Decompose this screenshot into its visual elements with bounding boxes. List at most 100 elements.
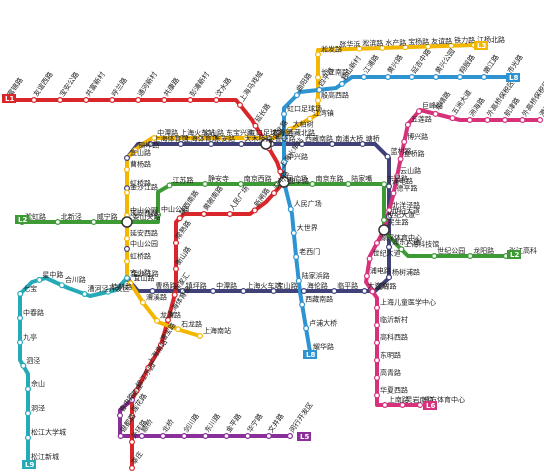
interchange-shanghai-railway[interactable] [260, 138, 272, 150]
station-dot-l1-2[interactable] [129, 412, 136, 419]
station-dot-l6-8[interactable] [404, 121, 411, 128]
station-dot-l2-2[interactable] [90, 219, 97, 226]
station-dot-l9-2[interactable] [25, 410, 32, 417]
station-dot-l5-7[interactable] [223, 433, 230, 440]
station-dot-l4-0[interactable] [123, 155, 130, 162]
station-dot-l4-12[interactable] [386, 244, 393, 251]
station-dot-l1-23[interactable] [109, 96, 116, 103]
station-dot-l4-19[interactable] [210, 288, 217, 295]
station-dot-l6-20[interactable] [374, 322, 381, 329]
interchange-zhongshan-park[interactable] [121, 216, 133, 228]
station-dot-l5-2[interactable] [117, 433, 124, 440]
station-dot-l1-20[interactable] [187, 96, 194, 103]
station-dot-l6-16[interactable] [366, 255, 373, 262]
station-dot-l8-19[interactable] [303, 325, 310, 332]
station-dot-l1-21[interactable] [161, 96, 168, 103]
station-dot-l3-0[interactable] [197, 333, 204, 340]
station-dot-l6-19[interactable] [374, 304, 381, 311]
station-dot-l3-18[interactable] [306, 115, 313, 122]
station-dot-l3-26[interactable] [425, 43, 432, 50]
station-dot-l4-15[interactable] [331, 288, 338, 295]
station-dot-l8-14[interactable] [287, 206, 294, 213]
station-dot-l3-19[interactable] [315, 97, 322, 104]
station-dot-l1-13[interactable] [251, 207, 258, 214]
station-dot-l6-6[interactable] [432, 110, 439, 117]
station-dot-l1-11[interactable] [200, 211, 207, 218]
station-dot-l6-4[interactable] [466, 116, 473, 123]
station-dot-l6-12[interactable] [390, 190, 397, 197]
line-tag-l2[interactable]: L2 [15, 215, 29, 224]
station-dot-l2-15[interactable] [467, 253, 474, 260]
station-dot-l5-1[interactable] [116, 412, 123, 419]
station-dot-l3-15[interactable] [242, 135, 249, 142]
station-dot-l1-5[interactable] [157, 342, 164, 349]
station-dot-l6-9[interactable] [401, 138, 408, 145]
station-dot-l8-18[interactable] [299, 301, 306, 308]
station-dot-l1-14[interactable] [271, 190, 278, 197]
station-dot-l6-18[interactable] [369, 288, 376, 295]
station-dot-l2-4[interactable] [155, 211, 162, 218]
station-dot-l4-11[interactable] [386, 213, 393, 220]
station-dot-l1-17[interactable] [252, 122, 259, 129]
station-dot-l3-23[interactable] [356, 45, 363, 52]
station-dot-l4-23[interactable] [123, 245, 130, 252]
station-dot-l4-16[interactable] [300, 288, 307, 295]
station-dot-l3-10[interactable] [132, 147, 139, 154]
station-dot-l1-12[interactable] [226, 211, 233, 218]
station-dot-l1-22[interactable] [135, 96, 142, 103]
station-dot-l3-24[interactable] [379, 44, 386, 51]
station-dot-l8-6[interactable] [360, 73, 367, 80]
station-dot-l5-10[interactable] [287, 433, 294, 440]
station-dot-l6-2[interactable] [501, 116, 508, 123]
station-dot-l6-7[interactable] [416, 108, 423, 115]
station-dot-l2-7[interactable] [237, 181, 244, 188]
station-dot-l6-0[interactable] [536, 116, 543, 123]
station-dot-l2-9[interactable] [309, 181, 316, 188]
station-dot-l5-5[interactable] [181, 433, 188, 440]
line-tag-l5[interactable]: L5 [297, 432, 311, 441]
station-dot-l8-1[interactable] [481, 73, 488, 80]
station-dot-l9-7[interactable] [17, 290, 24, 297]
station-dot-l1-8[interactable] [173, 265, 180, 272]
station-dot-l4-1[interactable] [147, 141, 154, 148]
station-dot-l8-4[interactable] [408, 73, 415, 80]
station-dot-l3-3[interactable] [140, 299, 147, 306]
station-dot-l2-12[interactable] [381, 217, 388, 224]
station-dot-l3-4[interactable] [127, 280, 134, 287]
station-dot-l3-27[interactable] [448, 42, 455, 49]
station-dot-l3-17[interactable] [286, 126, 293, 133]
station-dot-l4-8[interactable] [359, 141, 366, 148]
station-dot-l3-6[interactable] [123, 235, 130, 242]
station-dot-l8-8[interactable] [316, 86, 323, 93]
station-dot-l5-0[interactable] [129, 397, 136, 404]
station-dot-l5-6[interactable] [202, 433, 209, 440]
station-dot-l4-10[interactable] [386, 183, 393, 190]
station-dot-l8-17[interactable] [295, 277, 302, 284]
station-dot-l6-11[interactable] [394, 173, 401, 180]
station-dot-l6-27[interactable] [417, 402, 424, 409]
station-dot-l9-3[interactable] [25, 386, 32, 393]
station-dot-l8-12[interactable] [281, 159, 288, 166]
station-dot-l6-23[interactable] [374, 374, 381, 381]
station-dot-l8-9[interactable] [293, 92, 300, 99]
station-dot-l9-9[interactable] [58, 282, 65, 289]
station-dot-l2-1[interactable] [54, 219, 61, 226]
station-dot-l6-26[interactable] [399, 402, 406, 409]
station-dot-l4-9[interactable] [384, 153, 391, 160]
station-dot-l4-3[interactable] [208, 141, 215, 148]
station-dot-l6-10[interactable] [397, 156, 404, 163]
station-dot-l8-10[interactable] [281, 110, 288, 117]
station-dot-l1-24[interactable] [83, 96, 90, 103]
station-dot-l6-15[interactable] [374, 240, 381, 247]
station-dot-l4-2[interactable] [177, 141, 184, 148]
station-dot-l1-15[interactable] [277, 168, 284, 175]
interchange-people-square[interactable] [278, 176, 290, 188]
station-dot-l1-25[interactable] [57, 96, 64, 103]
station-dot-l6-3[interactable] [484, 116, 491, 123]
station-dot-l1-6[interactable] [165, 317, 172, 324]
station-dot-l4-21[interactable] [149, 288, 156, 295]
station-dot-l8-2[interactable] [457, 73, 464, 80]
station-dot-l4-7[interactable] [329, 141, 336, 148]
station-dot-l8-16[interactable] [293, 253, 300, 260]
station-dot-l1-9[interactable] [173, 239, 180, 246]
